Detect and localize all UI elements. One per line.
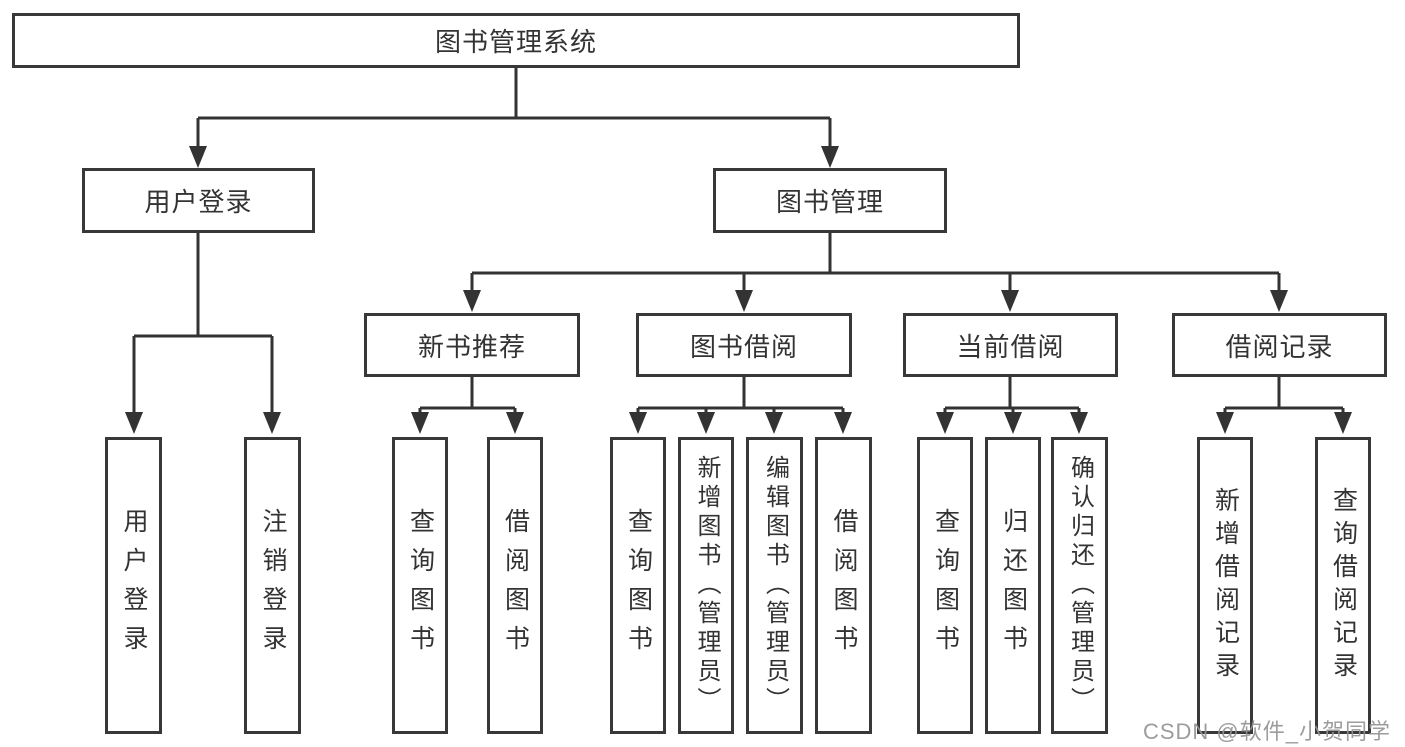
node-label: 新增借阅记录 [1211,486,1240,685]
node-label: 新书推荐 [417,331,526,362]
node-label: 图书管理系统 [434,27,597,57]
node-label: 用户登录 [120,507,148,664]
node-user-login: 用户登录 [82,168,315,233]
node-add-borrow-record: 新增借阅记录 [1197,437,1253,734]
node-query-books-current: 查询图书 [917,437,973,734]
node-label: 查询借阅记录 [1329,486,1358,685]
node-label: 注销登录 [259,507,287,664]
node-edit-books-admin: 编辑图书（管理员） [746,437,803,734]
node-label: 编辑图书（管理员） [761,455,789,716]
node-query-books-borrow: 查询图书 [610,437,666,734]
node-return-books: 归还图书 [985,437,1041,734]
node-label: 归还图书 [999,507,1028,664]
tree-edges [132,68,1345,414]
node-label: 新增图书（管理员） [693,455,720,716]
node-confirm-return-admin: 确认归还（管理员） [1051,437,1108,734]
node-label: 借阅记录 [1225,331,1334,362]
node-logout: 注销登录 [244,437,301,734]
node-new-book-recommendation: 新书推荐 [364,313,580,377]
csdn-watermark: CSDN @软件_小贺同学 [1142,719,1391,744]
node-user-login-leaf: 用户登录 [105,437,162,734]
node-label: 查询图书 [624,507,653,664]
node-borrow-books-borrow: 借阅图书 [815,437,872,734]
node-query-books-newbook: 查询图书 [392,437,448,734]
node-label: 借阅图书 [830,507,858,664]
node-library-management-system: 图书管理系统 [12,13,1020,68]
node-label: 用户登录 [144,187,253,217]
node-label: 当前借阅 [956,331,1065,362]
node-label: 借阅图书 [501,507,530,664]
node-label: 图书借阅 [689,331,798,362]
node-borrowing-records: 借阅记录 [1172,313,1387,377]
node-label: 确认归还（管理员） [1066,455,1094,716]
node-label: 查询图书 [931,507,960,664]
node-query-borrow-record: 查询借阅记录 [1315,437,1371,734]
node-label: 图书管理 [775,187,884,217]
node-book-management: 图书管理 [713,168,947,233]
node-borrow-books-newbook: 借阅图书 [487,437,543,734]
node-book-borrowing: 图书借阅 [636,313,852,377]
node-add-books-admin: 新增图书（管理员） [678,437,734,734]
node-current-borrowing: 当前借阅 [903,313,1118,377]
node-label: 查询图书 [406,507,435,664]
arrowheads [125,146,1352,434]
